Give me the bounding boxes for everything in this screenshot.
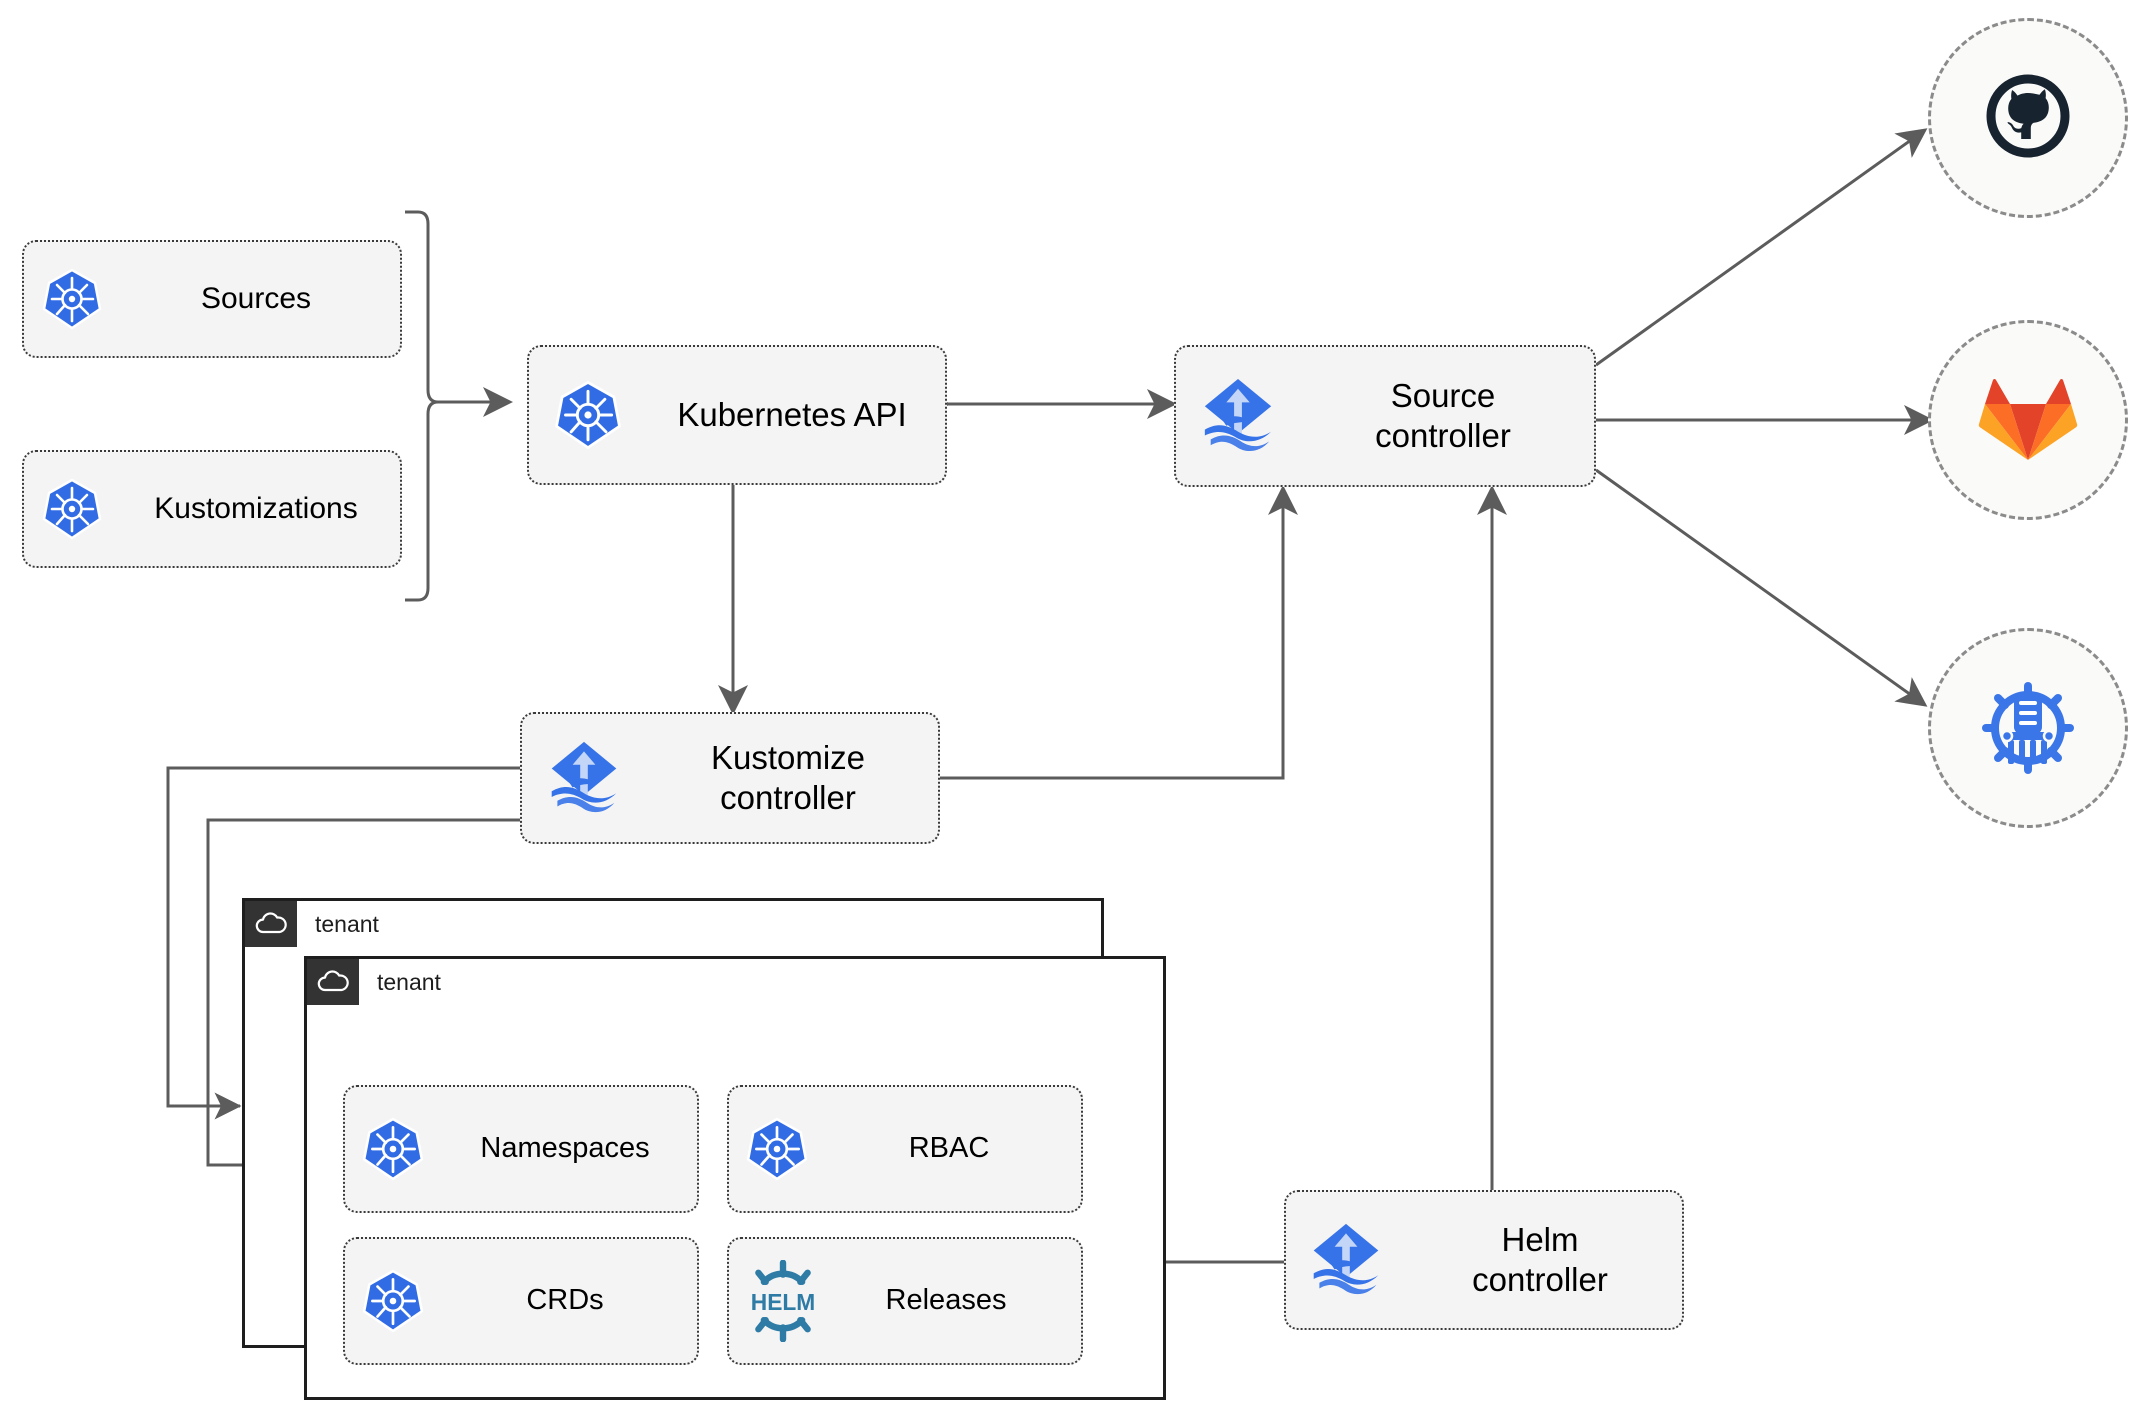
flux-icon	[1286, 1220, 1406, 1300]
endpoint-gitlab[interactable]	[1928, 320, 2128, 520]
helm-wordmark: HELM	[751, 1289, 816, 1315]
resource-label: RBAC	[908, 1132, 990, 1165]
node-kustomize-controller[interactable]: Kustomize controller	[520, 712, 940, 844]
node-helm-controller-label: Helm controller	[1472, 1220, 1608, 1298]
cloud-icon	[245, 901, 297, 947]
resource-namespaces[interactable]: Namespaces	[343, 1085, 699, 1213]
endpoint-github[interactable]	[1928, 18, 2128, 218]
resource-crds[interactable]: CRDs	[343, 1237, 699, 1365]
kubernetes-icon	[345, 1268, 441, 1334]
node-source-controller[interactable]: Source controller	[1174, 345, 1596, 487]
node-sources-label: Sources	[200, 281, 312, 315]
resource-label: Releases	[885, 1284, 1007, 1317]
tenant-label: tenant	[315, 910, 379, 937]
node-kustomize-controller-label: Kustomize controller	[710, 738, 866, 816]
cloud-icon	[307, 959, 359, 1005]
node-kubernetes-api[interactable]: Kubernetes API	[527, 345, 947, 485]
resource-label: Namespaces	[480, 1132, 650, 1165]
helm-chart-icon	[1974, 672, 2082, 785]
github-icon	[1978, 66, 2078, 171]
flux-icon	[522, 738, 646, 818]
kubernetes-icon	[529, 379, 647, 451]
resource-releases[interactable]: HELM Releases	[727, 1237, 1083, 1365]
kubernetes-icon	[24, 267, 120, 331]
tenant-titlebar: tenant	[245, 901, 379, 947]
resource-label: CRDs	[526, 1284, 604, 1317]
node-source-controller-label: Source controller	[1375, 376, 1511, 454]
resource-rbac[interactable]: RBAC	[727, 1085, 1083, 1213]
kubernetes-icon	[24, 477, 120, 541]
node-kustomizations[interactable]: Kustomizations	[22, 450, 402, 568]
gitlab-icon	[1976, 368, 2080, 473]
endpoint-helm-repository[interactable]	[1928, 628, 2128, 828]
tenant-label: tenant	[377, 968, 441, 995]
kubernetes-icon	[345, 1116, 441, 1182]
flux-icon	[1176, 375, 1300, 457]
node-kustomizations-label: Kustomizations	[154, 491, 358, 525]
kubernetes-icon	[729, 1116, 825, 1182]
helm-icon: HELM	[729, 1260, 837, 1342]
node-helm-controller[interactable]: Helm controller	[1284, 1190, 1684, 1330]
node-kubernetes-api-label: Kubernetes API	[677, 395, 907, 433]
tenant-titlebar: tenant	[307, 959, 441, 1005]
node-sources[interactable]: Sources	[22, 240, 402, 358]
tenant-panel-inner[interactable]: tenant Namespaces	[304, 956, 1166, 1400]
